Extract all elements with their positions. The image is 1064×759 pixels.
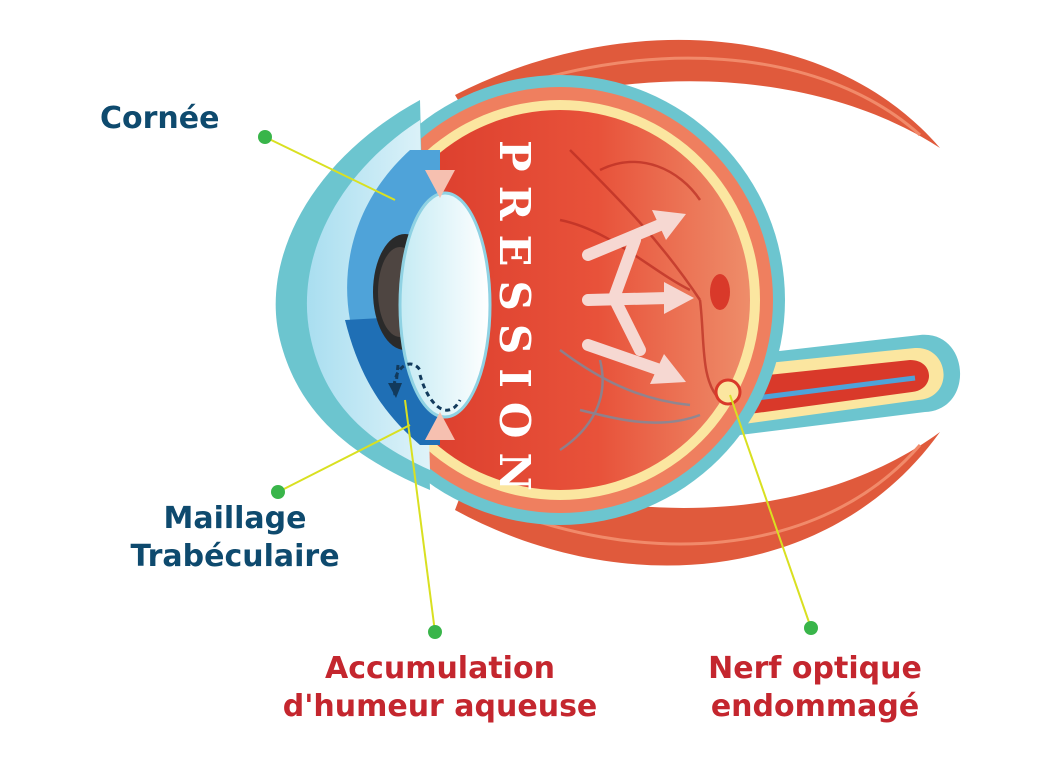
label-cornea: Cornée bbox=[100, 100, 219, 138]
label-aqueous-line2: d'humeur aqueuse bbox=[282, 689, 598, 724]
fluid-flow-arrow-icon bbox=[392, 362, 462, 412]
lower-vessels bbox=[559, 348, 701, 452]
ciliary-body-top bbox=[425, 170, 455, 198]
pressure-arrowheads bbox=[650, 210, 694, 384]
pressure-arrow-icon bbox=[582, 219, 674, 376]
label-aqueous-accumulation: Accumulation d'humeur aqueuse bbox=[270, 650, 610, 726]
label-optic-nerve-line2: endommagé bbox=[710, 689, 920, 724]
optic-disc bbox=[714, 378, 742, 406]
label-optic-nerve: Nerf optique endommagé bbox=[690, 650, 940, 726]
label-trabecular-line1: Maillage bbox=[163, 501, 307, 536]
fovea bbox=[710, 274, 730, 310]
upper-muscle bbox=[455, 39, 940, 148]
pressure-label: PRESSION bbox=[490, 140, 539, 505]
label-cornea-text: Cornée bbox=[100, 101, 220, 136]
leader-lines bbox=[264, 136, 812, 633]
label-aqueous-line1: Accumulation bbox=[325, 651, 555, 686]
fluid-flow-arrowhead bbox=[388, 383, 402, 398]
label-trabecular-meshwork: Maillage Trabéculaire bbox=[110, 500, 360, 576]
label-optic-nerve-line1: Nerf optique bbox=[708, 651, 922, 686]
label-trabecular-line2: Trabéculaire bbox=[130, 539, 340, 574]
lens bbox=[398, 191, 492, 419]
ciliary-body-bottom bbox=[425, 412, 455, 440]
leader-dots bbox=[258, 130, 818, 639]
